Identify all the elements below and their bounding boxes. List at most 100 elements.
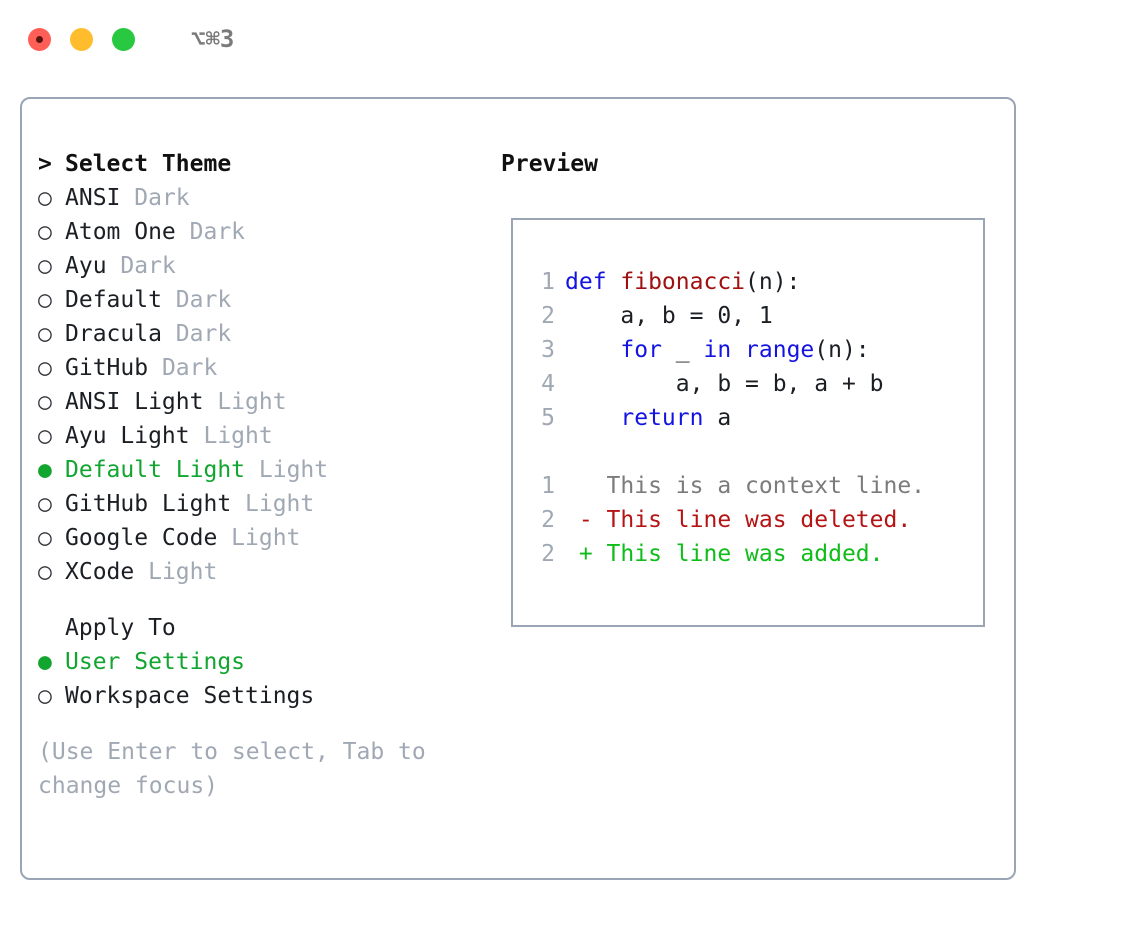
diff-line-ctx: 1 This is a context line. bbox=[527, 469, 977, 503]
apply-to-option-label: Workspace Settings bbox=[65, 683, 315, 709]
radio-unselected-icon: ○ bbox=[38, 491, 52, 517]
apply-to-heading: ○Apply To bbox=[38, 611, 488, 645]
theme-option-label: XCode bbox=[65, 559, 149, 585]
theme-option-xcode[interactable]: ○XCode Light bbox=[38, 555, 488, 589]
theme-option-github-light[interactable]: ○ GitHub Light Light bbox=[38, 487, 488, 521]
minimize-window-button[interactable] bbox=[70, 27, 93, 51]
diff-line-text: + This line was added. bbox=[565, 541, 884, 567]
apply-to-option-list: ● User Settings ○ Workspace Settings bbox=[38, 645, 488, 713]
theme-variant-badge: Dark bbox=[161, 355, 218, 381]
diff-line-number: 2 bbox=[541, 541, 555, 567]
theme-option-ayu-light[interactable]: ○Ayu Light Light bbox=[38, 419, 488, 453]
code-token: def bbox=[565, 269, 621, 295]
code-line-number: 3 bbox=[541, 337, 555, 363]
theme-option-google-code[interactable]: ○Google Code Light bbox=[38, 521, 488, 555]
traffic-lights bbox=[28, 27, 135, 51]
section-spacer bbox=[38, 589, 488, 611]
code-line-number: 4 bbox=[541, 371, 555, 397]
radio-unselected-icon: ○ bbox=[38, 321, 52, 347]
theme-option-default[interactable]: ○Default Dark bbox=[38, 283, 488, 317]
code-spacer bbox=[527, 435, 977, 469]
spacer-icon: ○ bbox=[38, 611, 65, 645]
theme-option-label: Default Light bbox=[65, 457, 259, 483]
code-line-number: 1 bbox=[541, 269, 555, 295]
code-line: 3 for _ in range(n): bbox=[527, 333, 977, 367]
code-line: 1 def fibonacci(n): bbox=[527, 265, 977, 299]
radio-unselected-icon: ○ bbox=[38, 185, 52, 211]
diff-line-text: - This line was deleted. bbox=[565, 507, 912, 533]
diff-line-number: 2 bbox=[541, 507, 555, 533]
theme-list-heading: > Select Theme bbox=[38, 147, 488, 181]
code-line: 5 return a bbox=[527, 401, 977, 435]
theme-option-label: GitHub Light bbox=[65, 491, 246, 517]
theme-variant-badge: Dark bbox=[120, 253, 176, 279]
code-token: (n): bbox=[814, 337, 870, 363]
code-token: for bbox=[620, 337, 662, 363]
theme-option-ayu[interactable]: ○ Ayu Dark bbox=[38, 249, 488, 283]
theme-option-label: Ayu Light bbox=[65, 423, 204, 449]
preview-title: Preview bbox=[501, 151, 598, 177]
window-titlebar: ⌥⌘3 bbox=[0, 0, 1140, 78]
apply-to-option-label: User Settings bbox=[65, 649, 246, 675]
diff-line-number: 1 bbox=[541, 473, 555, 499]
apply-to-option-user-settings[interactable]: ● User Settings bbox=[38, 645, 488, 679]
radio-selected-icon: ● bbox=[38, 457, 52, 483]
theme-variant-badge: Light bbox=[203, 423, 273, 449]
diff-sample: 1 This is a context line.2 - This line w… bbox=[527, 469, 977, 571]
theme-option-label: Atom One bbox=[65, 219, 190, 245]
theme-variant-badge: Light bbox=[245, 491, 315, 517]
code-token: a, b = 0, 1 bbox=[565, 303, 773, 329]
theme-option-label: Google Code bbox=[65, 525, 232, 551]
caret-icon: > bbox=[38, 151, 52, 177]
theme-option-ansi-light[interactable]: ○ANSI Light Light bbox=[38, 385, 488, 419]
code-token bbox=[565, 333, 620, 367]
apply-to-option-workspace-settings[interactable]: ○ Workspace Settings bbox=[38, 679, 488, 713]
theme-list-heading-label: Select Theme bbox=[65, 151, 232, 177]
theme-variant-badge: Light bbox=[258, 457, 329, 483]
radio-unselected-icon: ○ bbox=[38, 253, 52, 279]
theme-variant-badge: Dark bbox=[134, 185, 190, 211]
theme-selector-panel: >Select Theme ○ANSI Dark○Atom One Dark○A… bbox=[20, 97, 1016, 880]
code-token: return bbox=[620, 405, 704, 431]
theme-option-label: Ayu bbox=[65, 253, 121, 279]
code-line-number: 5 bbox=[541, 405, 555, 431]
radio-unselected-icon: ○ bbox=[38, 389, 52, 415]
radio-unselected-icon: ○ bbox=[38, 355, 52, 381]
theme-option-atom-one[interactable]: ○ Atom One Dark bbox=[38, 215, 488, 249]
theme-option-github[interactable]: ○ GitHub Dark bbox=[38, 351, 488, 385]
diff-line-text: This is a context line. bbox=[565, 473, 926, 499]
close-window-button[interactable] bbox=[28, 27, 51, 51]
code-token: a bbox=[703, 405, 732, 431]
diff-line-add: 2 + This line was added. bbox=[527, 537, 977, 571]
keyboard-shortcut-label: ⌥⌘3 bbox=[191, 25, 235, 53]
theme-option-default-light[interactable]: ● Default Light Light bbox=[38, 453, 488, 487]
code-token: fibonacci bbox=[620, 269, 746, 295]
apply-to-heading-label: Apply To bbox=[65, 615, 176, 641]
radio-unselected-icon: ○ bbox=[38, 525, 52, 551]
code-token: a, b = b, a + b bbox=[565, 371, 884, 397]
keyboard-hint-text: (Use Enter to select, Tab to change focu… bbox=[38, 739, 426, 799]
radio-unselected-icon: ○ bbox=[38, 219, 52, 245]
code-token bbox=[565, 401, 620, 435]
radio-selected-icon: ● bbox=[38, 649, 52, 675]
theme-option-ansi[interactable]: ○ ANSI Dark bbox=[38, 181, 488, 215]
theme-variant-badge: Dark bbox=[175, 287, 232, 313]
theme-option-label: ANSI bbox=[65, 185, 135, 211]
theme-option-label: GitHub bbox=[65, 355, 162, 381]
theme-variant-badge: Dark bbox=[175, 321, 232, 347]
radio-unselected-icon: ○ bbox=[38, 683, 52, 709]
diff-line-del: 2 - This line was deleted. bbox=[527, 503, 977, 537]
hint-spacer bbox=[38, 713, 488, 735]
theme-option-label: Dracula bbox=[65, 321, 176, 347]
theme-variant-badge: Dark bbox=[189, 219, 246, 245]
zoom-window-button[interactable] bbox=[112, 27, 135, 51]
code-token: (n): bbox=[745, 269, 801, 295]
radio-unselected-icon: ○ bbox=[38, 559, 52, 585]
theme-option-dracula[interactable]: ○ Dracula Dark bbox=[38, 317, 488, 351]
theme-variant-badge: Light bbox=[217, 389, 287, 415]
theme-list-column: >Select Theme ○ANSI Dark○Atom One Dark○A… bbox=[38, 147, 488, 803]
